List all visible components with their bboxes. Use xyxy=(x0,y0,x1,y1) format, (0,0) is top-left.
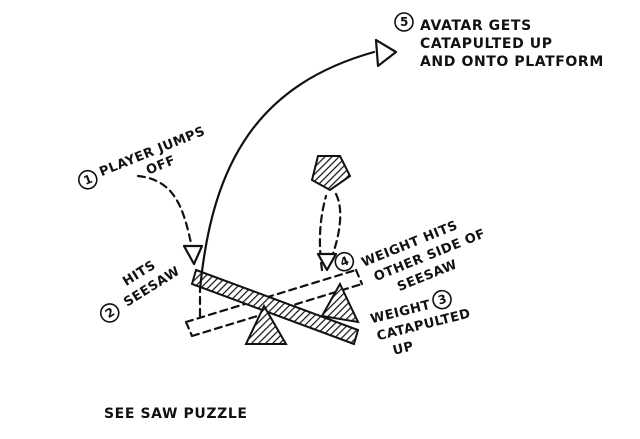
step-5-line-1: AVATAR GETS xyxy=(420,18,532,34)
step-5-line-2: CATAPULTED UP xyxy=(420,36,553,52)
step-4-number: 4 xyxy=(338,254,351,270)
diagram-title: SEE SAW PUZZLE xyxy=(104,406,248,422)
weight-path-down xyxy=(328,192,342,264)
weight-down-arrowhead xyxy=(316,252,338,272)
step-2-circle xyxy=(99,303,120,323)
avatar-catapult-arc xyxy=(198,50,376,292)
step-2-number: 2 xyxy=(103,305,118,321)
player-jump-path xyxy=(136,174,194,250)
step-1: 1 PLAYER JUMPS OFF xyxy=(77,124,207,190)
step-5-circle xyxy=(394,12,414,32)
step-5-number: 5 xyxy=(400,15,408,29)
step-5: 5 AVATAR GETS CATAPULTED UP AND ONTO PLA… xyxy=(394,12,604,70)
step-1-number: 1 xyxy=(81,172,94,188)
step-3-line-3: UP xyxy=(391,339,415,359)
step-5-line-3: AND ONTO PLATFORM xyxy=(420,54,604,70)
weight-catapulted xyxy=(310,155,352,192)
step-1-circle xyxy=(77,169,98,190)
seesaw-fulcrum xyxy=(244,303,288,345)
step-3-circle xyxy=(432,289,452,310)
seesaw-plank xyxy=(190,268,360,346)
avatar-arrowhead xyxy=(374,38,398,68)
step-3-number: 3 xyxy=(436,292,447,308)
step-2: 2 HITS SEESAW xyxy=(99,258,183,323)
player-jump-arrowhead xyxy=(182,244,204,266)
weight-landed xyxy=(320,281,360,324)
step-4: 4 WEIGHT HITS OTHER SIDE OF SEESAW xyxy=(334,218,488,295)
weight-path-up xyxy=(318,194,328,272)
step-4-circle xyxy=(334,251,355,272)
step-3: WEIGHT 3 CATAPULTED UP xyxy=(369,289,472,359)
